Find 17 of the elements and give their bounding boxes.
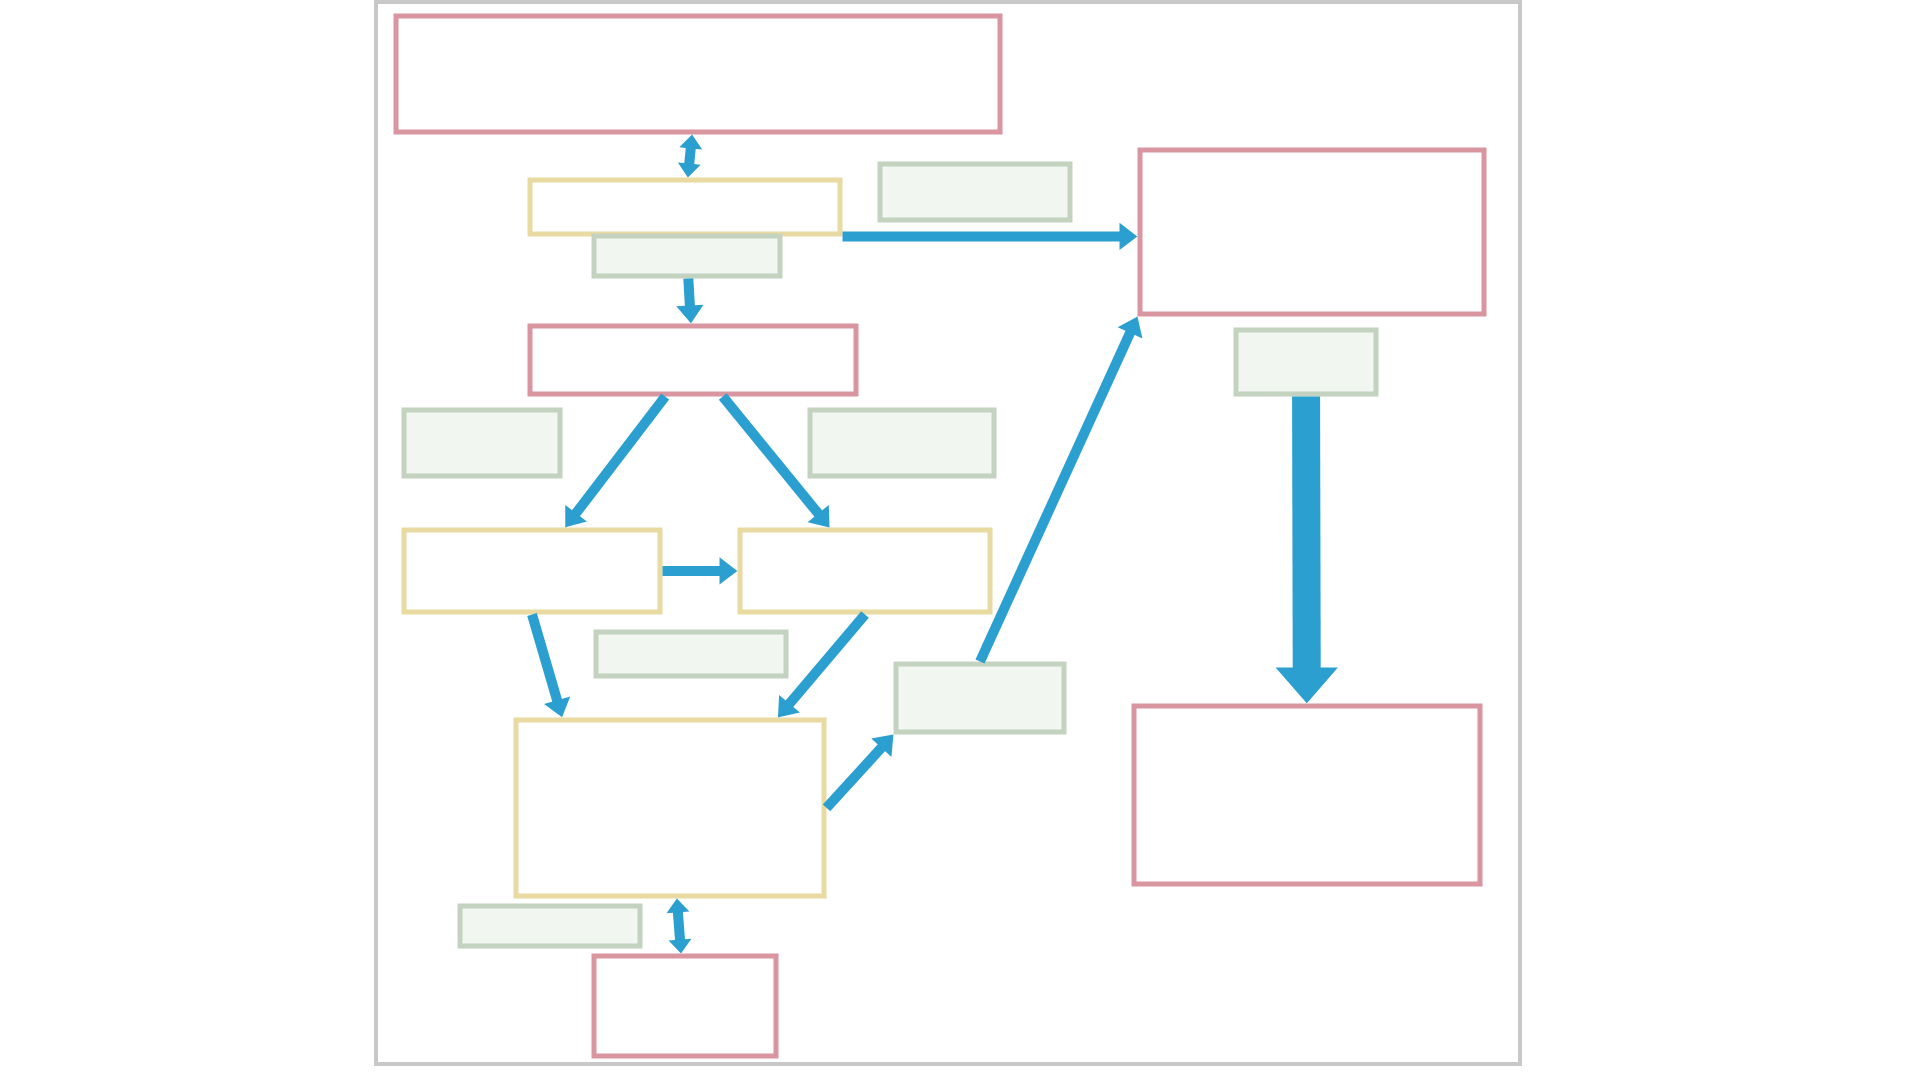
process-box	[527, 323, 859, 397]
test-box	[401, 527, 663, 615]
process-box	[1137, 147, 1487, 317]
result-tag	[591, 233, 783, 279]
process-box	[591, 953, 779, 1059]
process-box	[393, 13, 1003, 135]
test-box	[513, 717, 827, 899]
test-box	[737, 527, 993, 615]
result-tag	[1233, 327, 1379, 397]
result-tag	[893, 661, 1067, 735]
result-tag	[401, 407, 563, 479]
result-tag	[877, 161, 1073, 223]
test-box	[527, 177, 843, 237]
result-tag	[807, 407, 997, 479]
result-tag	[593, 629, 789, 679]
process-box	[1131, 703, 1483, 887]
result-tag	[457, 903, 643, 949]
